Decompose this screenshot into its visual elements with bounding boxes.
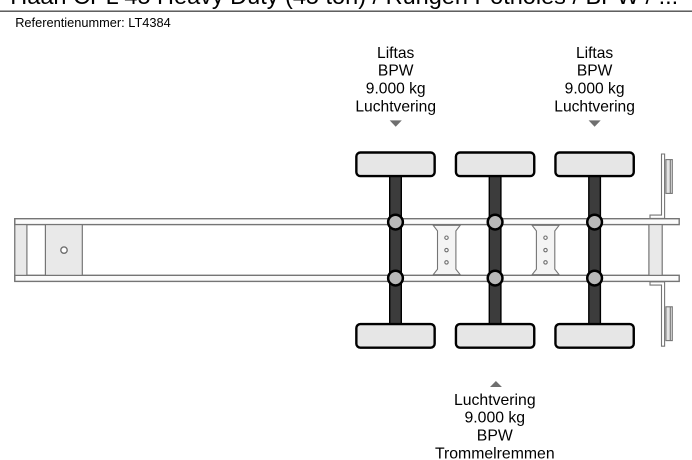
svg-text:9.000 kg: 9.000 kg (366, 81, 426, 98)
svg-text:Trommelremmen: Trommelremmen (435, 445, 555, 460)
svg-text:Luchtvering: Luchtvering (454, 392, 536, 409)
svg-text:Luchtvering: Luchtvering (554, 98, 635, 115)
svg-text:Haan CPL 45 Heavy Duty (45 ton: Haan CPL 45 Heavy Duty (45 ton) / Rungen… (10, 0, 678, 9)
svg-text:BPW: BPW (477, 428, 513, 445)
svg-text:Luchtvering: Luchtvering (355, 98, 436, 115)
svg-text:9.000 kg: 9.000 kg (565, 81, 625, 98)
svg-text:Referentienummer: LT4384: Referentienummer: LT4384 (15, 15, 171, 30)
svg-text:BPW: BPW (577, 63, 613, 80)
svg-text:BPW: BPW (378, 63, 414, 80)
svg-text:9.000 kg: 9.000 kg (464, 410, 525, 427)
svg-text:Liftas: Liftas (377, 45, 414, 62)
svg-text:Liftas: Liftas (576, 45, 613, 62)
